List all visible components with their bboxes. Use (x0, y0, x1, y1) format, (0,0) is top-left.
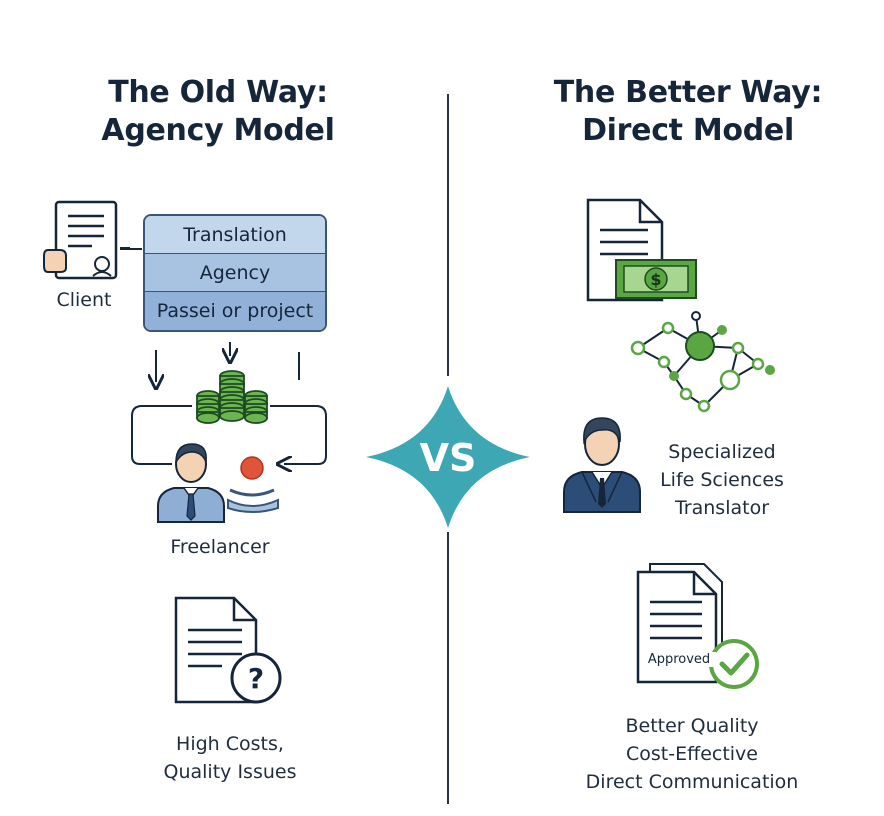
client-document-icon (43, 200, 130, 280)
translator-line3: Translator (674, 497, 770, 519)
money-symbol: $ (650, 270, 662, 289)
vs-badge (366, 386, 530, 528)
left-title-line1: The Old Way: (108, 75, 328, 110)
agency-flow-arrows (131, 342, 327, 480)
document-question-icon: ? (174, 596, 282, 704)
left-title: The Old Way: Agency Model (48, 74, 388, 150)
divider-bottom (447, 532, 449, 804)
right-title-line2: Direct Model (582, 113, 794, 148)
right-title-line1: The Better Way: (553, 75, 823, 110)
svg-text:?: ? (248, 662, 264, 695)
freelancer-person-icon (157, 443, 225, 523)
client-connector (120, 248, 142, 250)
client-label: Client (56, 289, 112, 311)
agency-row-translation: Translation (145, 216, 325, 254)
translator-line1: Specialized (668, 441, 776, 463)
benefit-line1: Better Quality (625, 715, 759, 737)
benefit-line3: Direct Communication (585, 771, 799, 793)
freelancer-label: Freelancer (170, 536, 270, 558)
left-outcome: High Costs, Quality Issues (130, 730, 330, 786)
translator-person-icon (563, 417, 641, 513)
approved-label: Approved (642, 652, 716, 667)
translator-line2: Life Sciences (660, 469, 784, 491)
agency-row-project: Passei or project (145, 292, 325, 330)
agency-stack: Translation Agency Passei or project (143, 214, 327, 332)
outcome-line1: High Costs, (176, 733, 284, 755)
outcome-line2: Quality Issues (163, 761, 297, 783)
vs-label: VS (419, 436, 477, 480)
freelancer-assistant-icon (227, 456, 279, 513)
agency-row-agency: Agency (145, 254, 325, 292)
left-title-line2: Agency Model (101, 113, 335, 148)
network-icon (630, 311, 775, 413)
benefit-line2: Cost-Effective (626, 743, 758, 765)
coin-stack-icon (196, 370, 268, 424)
right-benefits: Better Quality Cost-Effective Direct Com… (562, 712, 822, 796)
right-title: The Better Way: Direct Model (518, 74, 858, 150)
money-document-icon (586, 198, 697, 302)
translator-label: Specialized Life Sciences Translator (644, 438, 800, 522)
divider-top (447, 94, 449, 376)
